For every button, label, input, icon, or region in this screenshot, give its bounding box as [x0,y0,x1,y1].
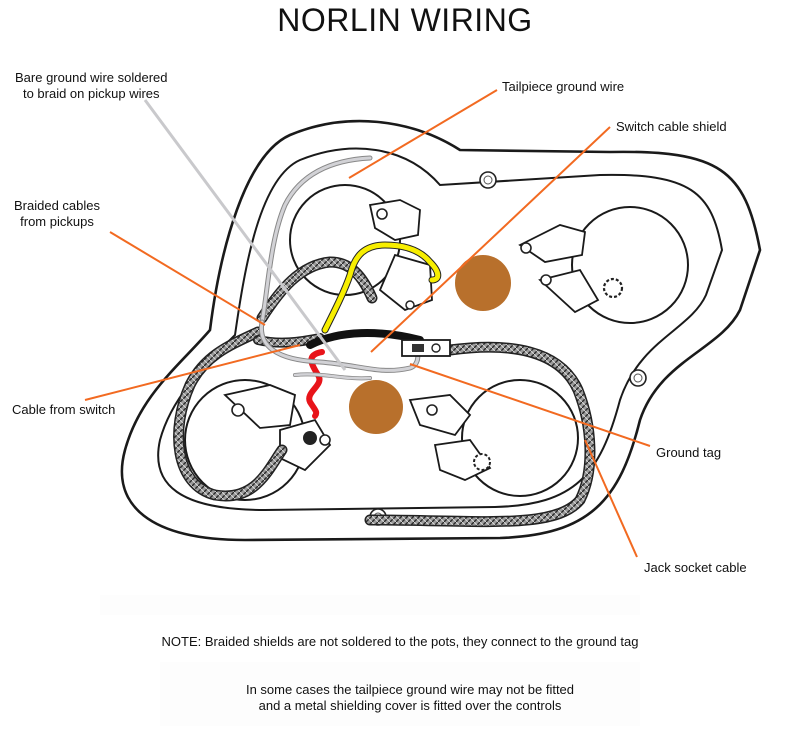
leader-tailpiece-ground [348,89,498,179]
label-bare-ground: Bare ground wire soldered to braid on pi… [15,70,168,101]
diagram-title: NORLIN WIRING [277,2,533,38]
note-background-2 [160,662,640,726]
note-background [100,595,640,615]
leader-braided-cables [109,231,266,326]
pot-bottom-right [408,379,579,497]
wiring-diagram [84,89,762,558]
leader-bare-ground [143,99,347,371]
leader-ground-tag [409,363,651,447]
capacitor-top [455,255,511,311]
switch-cable [306,329,424,349]
label-tailpiece-ground: Tailpiece ground wire [502,79,625,94]
leader-lines [84,89,651,558]
screw-hole-top [479,171,497,189]
capacitor-bottom [349,380,403,434]
leader-jack-socket [584,439,638,558]
pot-top-right [518,206,689,324]
label-braided-cables: Braided cables from pickups [14,198,100,229]
leader-cable-from-switch [84,344,301,401]
jack-socket-cable [364,341,596,528]
pot-top-left [289,184,433,312]
screw-hole-right [629,369,647,387]
bare-ground-wires [258,155,421,381]
label-cable-from-switch: Cable from switch [12,402,116,417]
note-tailpiece: In some cases the tailpiece ground wire … [245,682,575,713]
label-jack-socket: Jack socket cable [644,560,747,575]
leader-switch-shield [370,126,611,353]
ground-tag [401,339,451,357]
note-braided-shields: NOTE: Braided shields are not soldered t… [161,634,639,649]
label-ground-tag: Ground tag [656,445,722,460]
label-switch-shield: Switch cable shield [616,119,727,134]
